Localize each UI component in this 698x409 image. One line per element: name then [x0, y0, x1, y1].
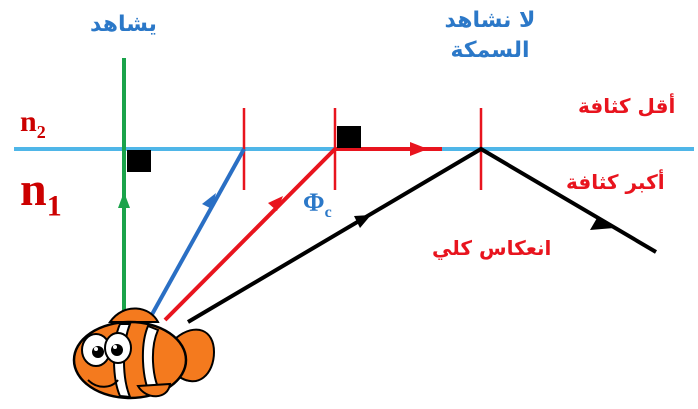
- refracted-ray: [148, 148, 246, 319]
- critical-ray: [163, 147, 337, 322]
- n1-base: n: [20, 163, 47, 216]
- right-angle-square-icon: [337, 126, 361, 148]
- observe-label: يشاهد: [90, 12, 157, 37]
- less-dense-label: أقل كثافة: [578, 94, 676, 118]
- arrowhead-icon: [268, 196, 283, 211]
- more-dense-label: أكبر كثافة: [566, 170, 665, 194]
- phi-base: Φ: [303, 188, 325, 217]
- arrowhead-icon: [410, 142, 428, 156]
- n2-base: n: [20, 105, 37, 138]
- phi-sub: c: [324, 204, 332, 222]
- total-reflection-ray: [186, 146, 658, 324]
- critical-angle-label: Φc: [303, 188, 332, 222]
- arrowhead-icon: [590, 218, 614, 230]
- arrowhead-icon: [354, 215, 371, 228]
- n2-sub: 2: [36, 122, 46, 142]
- n1-label: n1: [20, 162, 62, 224]
- no-observe-line1: لا نشاهد: [444, 8, 536, 33]
- fish-icon: [72, 307, 216, 400]
- no-observe-line2: السمكة: [450, 38, 530, 63]
- arrowhead-icon: [118, 192, 130, 208]
- n1-sub: 1: [46, 189, 62, 223]
- no-observe-label: لا نشاهد السمكة: [440, 6, 540, 66]
- total-reflection-label: انعكاس كلي: [432, 236, 552, 260]
- arrowhead-icon: [202, 193, 216, 209]
- n2-label: n2: [20, 105, 46, 143]
- right-angle-square-icon: [127, 150, 151, 172]
